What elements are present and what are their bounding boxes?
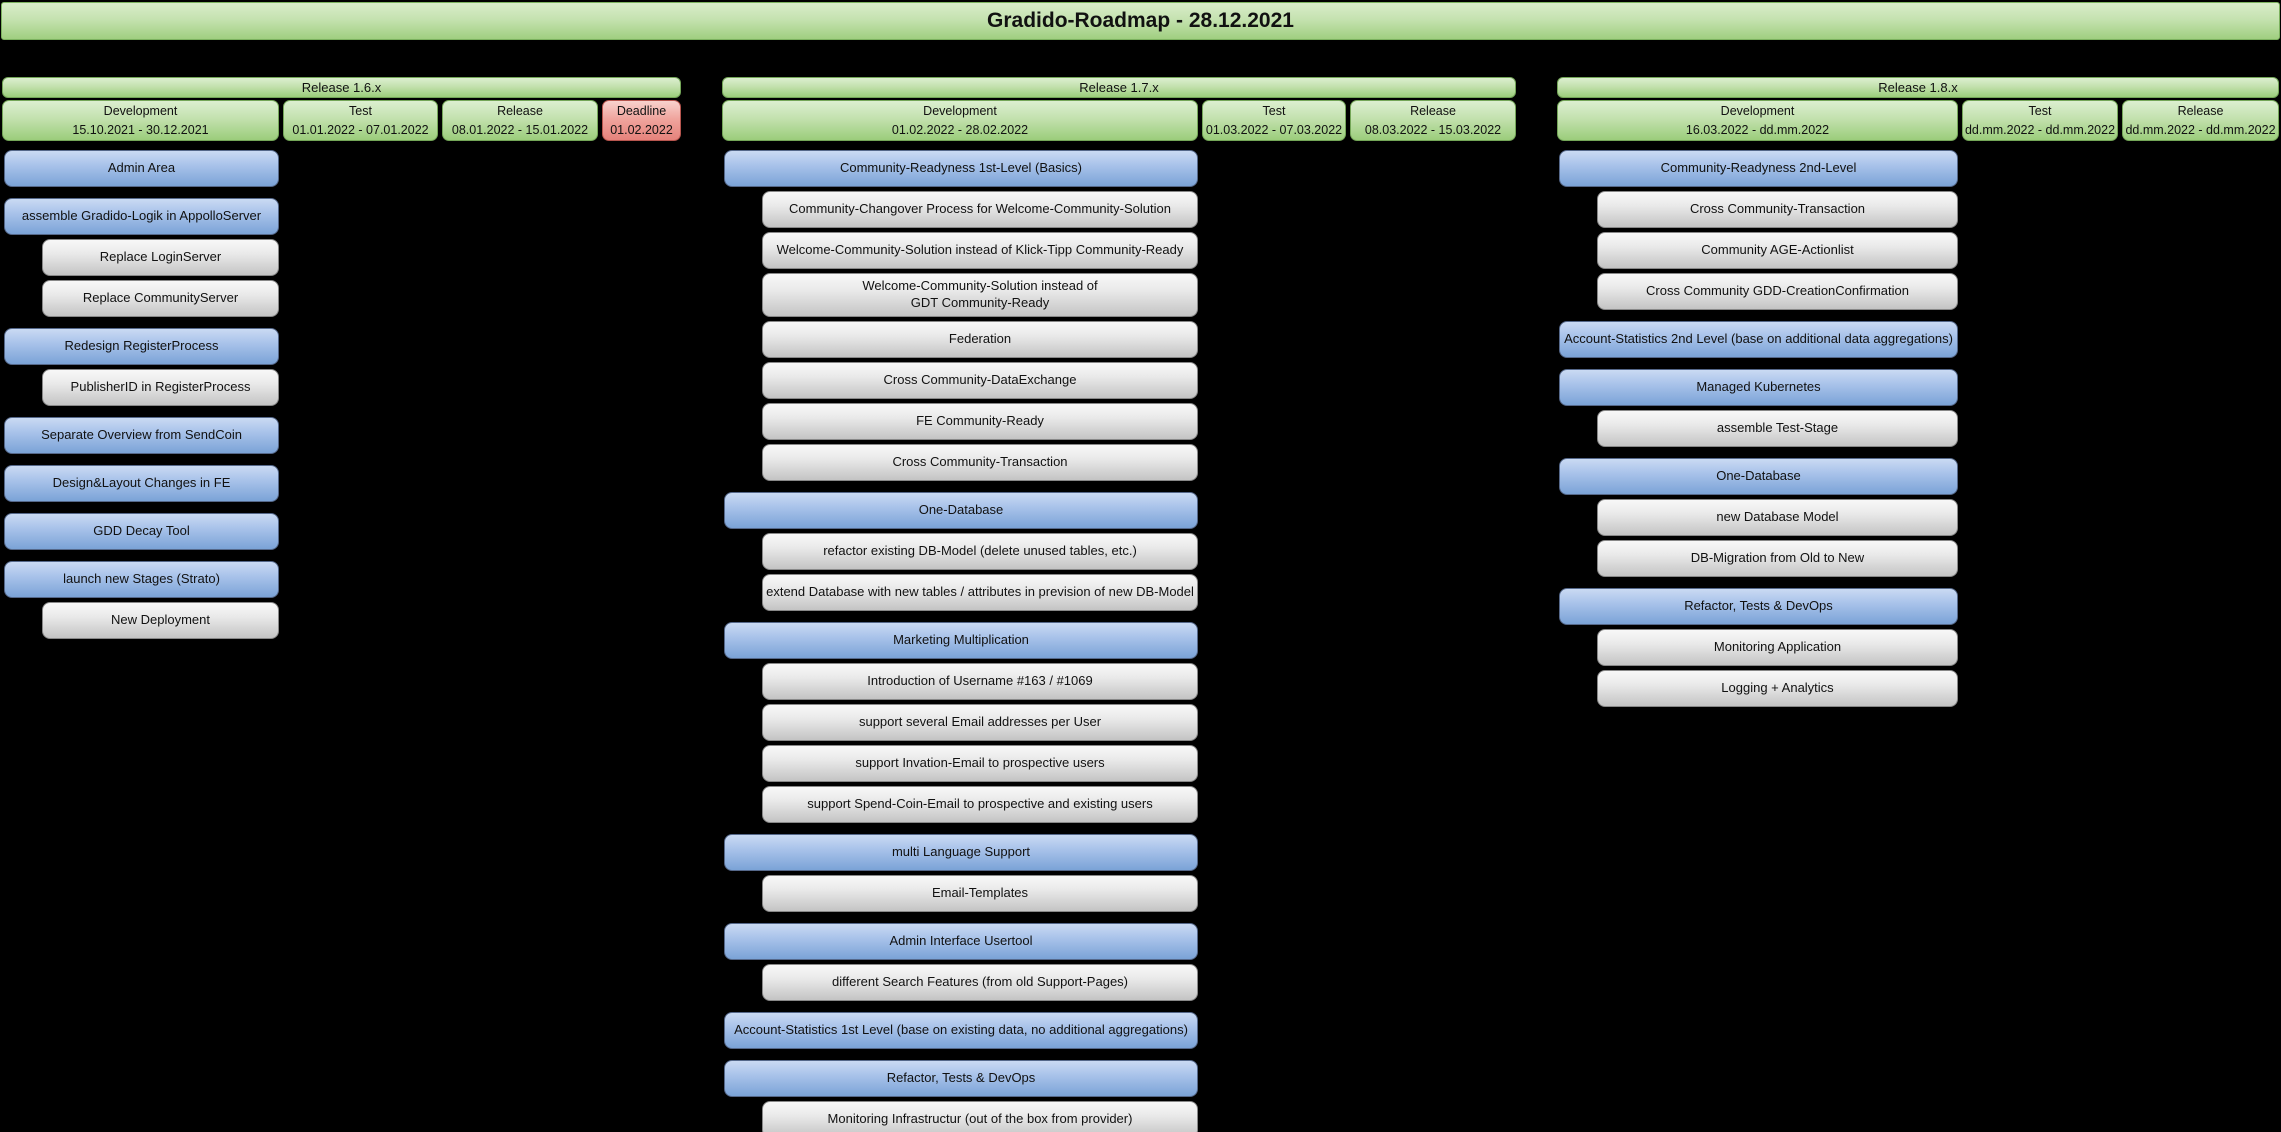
task-parent-box: One-Database	[724, 492, 1198, 529]
task-parent-box: Account-Statistics 1st Level (base on ex…	[724, 1012, 1198, 1049]
task-parent-box: Account-Statistics 2nd Level (base on ad…	[1559, 321, 1958, 358]
phase-label: Development	[103, 104, 178, 119]
release-header: Release 1.6.x	[2, 77, 681, 98]
task-parent-box: launch new Stages (Strato)	[4, 561, 279, 598]
task-parent-box: Design&Layout Changes in FE	[4, 465, 279, 502]
task-child-box: Monitoring Application	[1597, 629, 1958, 666]
task-child-box: Welcome-Community-Solution instead of Kl…	[762, 232, 1198, 269]
task-parent-box: Redesign RegisterProcess	[4, 328, 279, 365]
phase-dates: 01.01.2022 - 07.01.2022	[292, 122, 429, 137]
task-child-box: Community AGE-Actionlist	[1597, 232, 1958, 269]
phase-label: Test	[2028, 104, 2052, 119]
task-child-box: extend Database with new tables / attrib…	[762, 574, 1198, 611]
task-child-box: Replace CommunityServer	[42, 280, 279, 317]
phase-dates: dd.mm.2022 - dd.mm.2022	[1964, 122, 2116, 137]
task-child-box: Cross Community-Transaction	[762, 444, 1198, 481]
phase-box: Release 08.01.2022 - 15.01.2022	[442, 100, 598, 141]
phase-dates: 08.03.2022 - 15.03.2022	[1364, 122, 1502, 137]
phase-dates: 01.03.2022 - 07.03.2022	[1205, 122, 1343, 137]
task-child-box: Logging + Analytics	[1597, 670, 1958, 707]
task-child-box: Cross Community GDD-CreationConfirmation	[1597, 273, 1958, 310]
phase-box: Development 15.10.2021 - 30.12.2021	[2, 100, 279, 141]
phase-label: Release	[1410, 104, 1456, 119]
task-child-box: support Spend-Coin-Email to prospective …	[762, 786, 1198, 823]
phase-box: Test 01.01.2022 - 07.01.2022	[283, 100, 438, 141]
release-header: Release 1.8.x	[1557, 77, 2279, 98]
task-child-box: PublisherID in RegisterProcess	[42, 369, 279, 406]
task-child-box: FE Community-Ready	[762, 403, 1198, 440]
phase-dates: dd.mm.2022 - dd.mm.2022	[2125, 122, 2276, 137]
roadmap-title: Gradido-Roadmap - 28.12.2021	[1, 2, 2280, 40]
phase-label: Deadline	[616, 104, 667, 119]
phase-label: Release	[497, 104, 543, 119]
phase-label: Test	[1262, 104, 1286, 119]
phase-label: Test	[349, 104, 372, 119]
phase-dates: 01.02.2022	[610, 122, 673, 137]
task-parent-box: assemble Gradido-Logik in AppolloServer	[4, 198, 279, 235]
phase-label: Development	[923, 104, 997, 119]
phase-box: Development 01.02.2022 - 28.02.2022	[722, 100, 1198, 141]
phase-dates: 16.03.2022 - dd.mm.2022	[1685, 122, 1830, 137]
task-child-box: Federation	[762, 321, 1198, 358]
task-parent-box: Marketing Multiplication	[724, 622, 1198, 659]
phase-label: Release	[2177, 104, 2224, 119]
phase-box: Release dd.mm.2022 - dd.mm.2022	[2122, 100, 2279, 141]
task-parent-box: Refactor, Tests & DevOps	[1559, 588, 1958, 625]
task-parent-box: Admin Area	[4, 150, 279, 187]
task-child-box: Cross Community-Transaction	[1597, 191, 1958, 228]
task-child-box: different Search Features (from old Supp…	[762, 964, 1198, 1001]
phase-box: Test dd.mm.2022 - dd.mm.2022	[1962, 100, 2118, 141]
task-child-box: Community-Changover Process for Welcome-…	[762, 191, 1198, 228]
task-parent-box: Separate Overview from SendCoin	[4, 417, 279, 454]
task-child-box: Introduction of Username #163 / #1069	[762, 663, 1198, 700]
task-child-box: assemble Test-Stage	[1597, 410, 1958, 447]
phase-box: Release 08.03.2022 - 15.03.2022	[1350, 100, 1516, 141]
task-parent-box: One-Database	[1559, 458, 1958, 495]
phase-dates: 01.02.2022 - 28.02.2022	[891, 122, 1029, 137]
release-header: Release 1.7.x	[722, 77, 1516, 98]
task-child-box: New Deployment	[42, 602, 279, 639]
task-child-box: Email-Templates	[762, 875, 1198, 912]
task-child-box: support several Email addresses per User	[762, 704, 1198, 741]
task-child-box: Monitoring Infrastructur (out of the box…	[762, 1101, 1198, 1132]
phase-box: Test 01.03.2022 - 07.03.2022	[1202, 100, 1346, 141]
task-parent-box: Refactor, Tests & DevOps	[724, 1060, 1198, 1097]
task-parent-box: Community-Readyness 1st-Level (Basics)	[724, 150, 1198, 187]
task-parent-box: GDD Decay Tool	[4, 513, 279, 550]
task-child-box: DB-Migration from Old to New	[1597, 540, 1958, 577]
task-child-box: Cross Community-DataExchange	[762, 362, 1198, 399]
task-child-box: support Invation-Email to prospective us…	[762, 745, 1198, 782]
task-child-box: Welcome-Community-Solution instead of GD…	[762, 273, 1198, 317]
task-child-box: refactor existing DB-Model (delete unuse…	[762, 533, 1198, 570]
task-parent-box: Managed Kubernetes	[1559, 369, 1958, 406]
task-parent-box: Admin Interface Usertool	[724, 923, 1198, 960]
phase-dates: 08.01.2022 - 15.01.2022	[451, 122, 589, 137]
task-parent-box: Community-Readyness 2nd-Level	[1559, 150, 1958, 187]
phase-dates: 15.10.2021 - 30.12.2021	[72, 122, 209, 137]
task-child-box: Replace LoginServer	[42, 239, 279, 276]
task-child-box: new Database Model	[1597, 499, 1958, 536]
phase-label: Development	[1720, 104, 1795, 119]
phase-box: Deadline 01.02.2022	[602, 100, 681, 141]
phase-box: Development 16.03.2022 - dd.mm.2022	[1557, 100, 1958, 141]
task-parent-box: multi Language Support	[724, 834, 1198, 871]
